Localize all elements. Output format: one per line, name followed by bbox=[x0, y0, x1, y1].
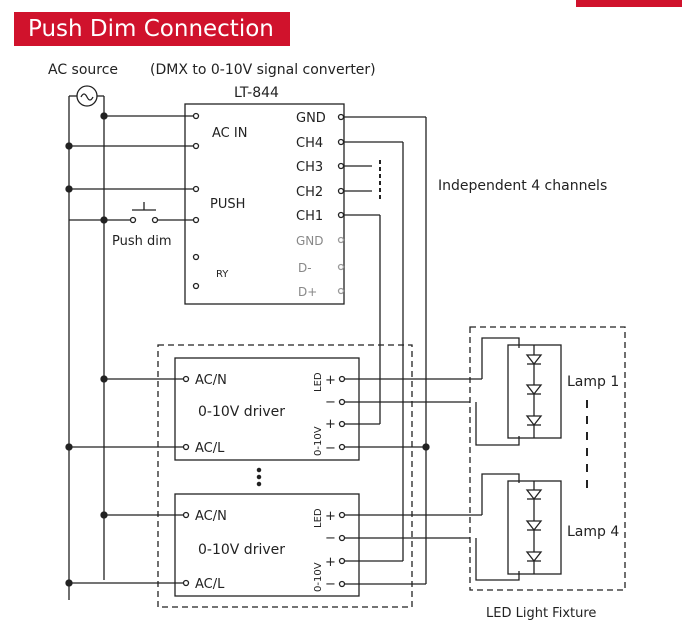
channels-note: Independent 4 channels bbox=[438, 178, 607, 194]
pin-d-minus: D- bbox=[298, 261, 312, 275]
svg-text:−: − bbox=[325, 441, 336, 456]
svg-text:−: − bbox=[325, 395, 336, 410]
driver-1-ctrl-label: 0-10V bbox=[313, 426, 324, 456]
push-dim-label: Push dim bbox=[112, 234, 172, 249]
driver-group bbox=[157, 344, 413, 608]
terminal-push2 bbox=[192, 216, 200, 224]
pin-ch1: CH1 bbox=[296, 209, 323, 224]
ac-in-label: AC IN bbox=[212, 126, 247, 141]
page-title: Push Dim Connection bbox=[14, 12, 290, 46]
fixture-label: LED Light Fixture bbox=[486, 606, 596, 621]
svg-text:+: + bbox=[325, 509, 336, 524]
svg-text:+: + bbox=[325, 417, 336, 432]
driver-2-led-label: LED bbox=[313, 508, 324, 528]
pin-gnd2: GND bbox=[296, 234, 324, 248]
converter-caption: (DMX to 0-10V signal converter) bbox=[150, 62, 376, 78]
ry-label: RY bbox=[216, 269, 229, 280]
driver-2-name: 0-10V driver bbox=[198, 542, 285, 558]
pin-ch2: CH2 bbox=[296, 185, 323, 200]
lamp-1-led-icons bbox=[525, 345, 543, 438]
pin-ch4: CH4 bbox=[296, 136, 323, 151]
lamp-4-led-icons bbox=[525, 481, 543, 574]
converter-model: LT-844 bbox=[234, 85, 279, 101]
driver-1-led-label: LED bbox=[313, 372, 324, 392]
svg-text:−: − bbox=[325, 577, 336, 592]
driver-1-name: 0-10V driver bbox=[198, 404, 285, 420]
ac-source-label: AC source bbox=[48, 62, 118, 78]
svg-text:+: + bbox=[325, 555, 336, 570]
terminal-ry2 bbox=[192, 282, 200, 290]
lamp-1-label: Lamp 1 bbox=[567, 374, 619, 390]
push-label: PUSH bbox=[210, 197, 245, 212]
pin-ch3: CH3 bbox=[296, 160, 323, 175]
pin-d-plus: D+ bbox=[298, 285, 317, 299]
driver-1-ac-n: AC/N bbox=[195, 373, 227, 388]
sine-wave-icon bbox=[80, 93, 94, 101]
lamp-4-label: Lamp 4 bbox=[567, 524, 619, 540]
push-switch-icon bbox=[129, 202, 159, 224]
led-fixture bbox=[469, 326, 626, 591]
accent-bar bbox=[576, 0, 682, 7]
svg-text:+: + bbox=[325, 373, 336, 388]
driver-1-box bbox=[174, 357, 360, 461]
converter-box bbox=[184, 103, 345, 305]
driver-2-box bbox=[174, 493, 360, 597]
terminal-push1 bbox=[192, 185, 200, 193]
driver-2-ac-n: AC/N bbox=[195, 509, 227, 524]
driver-1-ac-l: AC/L bbox=[195, 441, 225, 456]
terminal-ry1 bbox=[192, 253, 200, 261]
svg-text:−: − bbox=[325, 531, 336, 546]
terminal-l bbox=[192, 142, 200, 150]
driver-2-ctrl-label: 0-10V bbox=[313, 562, 324, 592]
pin-gnd: GND bbox=[296, 111, 326, 126]
terminal-n bbox=[192, 112, 200, 120]
driver-2-ac-l: AC/L bbox=[195, 577, 225, 592]
